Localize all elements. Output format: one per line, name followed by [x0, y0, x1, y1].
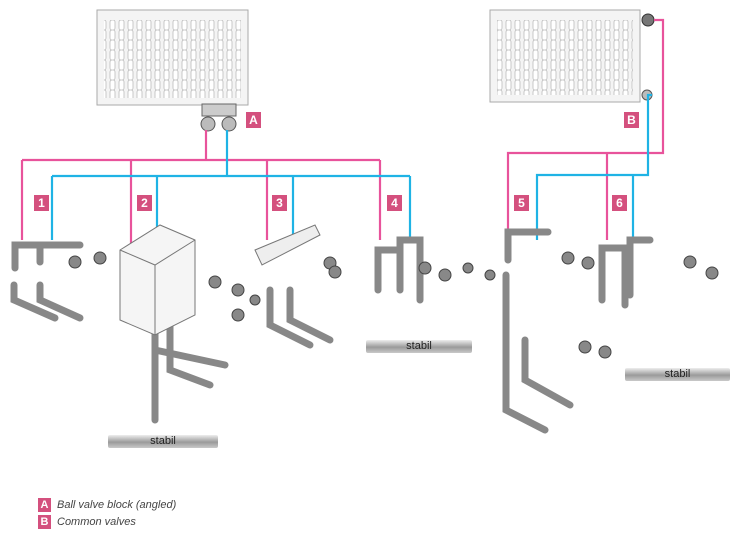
supply-lines	[20, 18, 665, 245]
stabil-label: stabil	[108, 435, 218, 448]
legend-text: Ball valve block (angled)	[57, 499, 177, 511]
nuts	[68, 251, 719, 359]
radiator-a	[96, 9, 249, 132]
tag-1: 1	[34, 195, 49, 211]
pipe-fittings	[10, 228, 654, 434]
stabil-label: stabil	[625, 368, 730, 381]
tag-b: B	[624, 112, 639, 128]
tag-a: A	[246, 112, 261, 128]
legend-key: A	[38, 498, 51, 512]
stabil-label: stabil	[366, 340, 472, 353]
tag-4: 4	[387, 195, 402, 211]
legend-text: Common valves	[57, 516, 136, 528]
legend-item-a: A Ball valve block (angled)	[38, 498, 176, 512]
tag-6: 6	[612, 195, 627, 211]
radiator-b	[489, 9, 655, 103]
legend-item-b: B Common valves	[38, 515, 136, 529]
tag-3: 3	[272, 195, 287, 211]
tag-2: 2	[137, 195, 152, 211]
tag-5: 5	[514, 195, 529, 211]
mounting-bracket	[254, 224, 321, 266]
wall-box	[119, 224, 196, 336]
legend-key: B	[38, 515, 51, 529]
return-lines	[50, 93, 652, 240]
